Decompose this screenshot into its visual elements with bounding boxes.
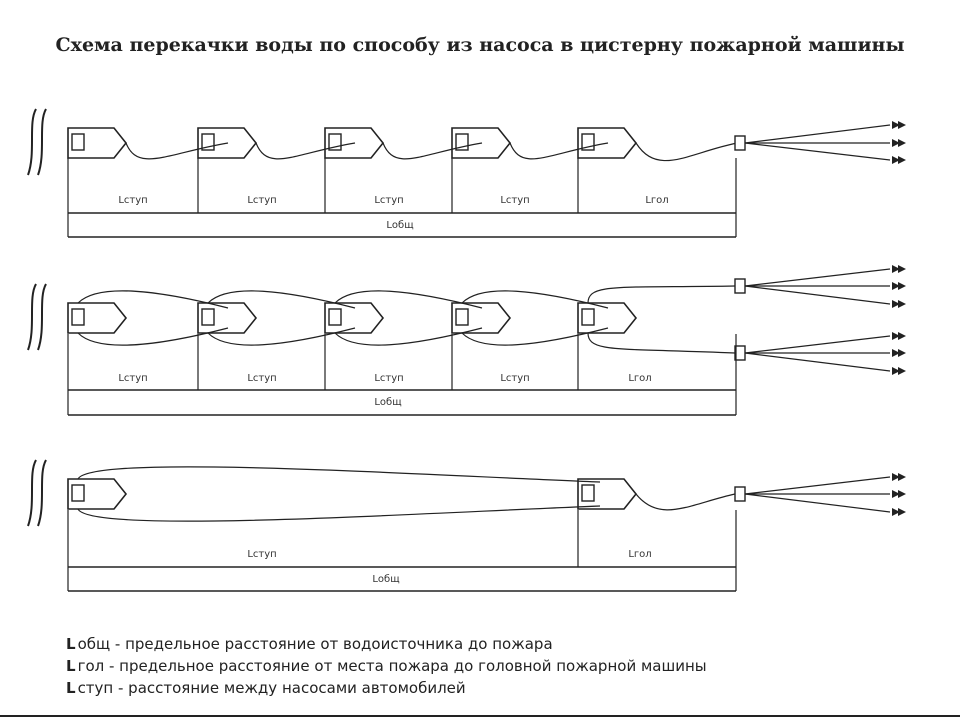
branching-unit bbox=[734, 278, 746, 294]
pump-icon bbox=[328, 133, 342, 151]
stage-length-label: Lгол bbox=[645, 195, 668, 206]
pump-icon bbox=[71, 484, 85, 502]
water-source-icon bbox=[37, 459, 47, 527]
pump-icon bbox=[581, 484, 595, 502]
hose-line bbox=[744, 285, 891, 305]
hose-line bbox=[509, 142, 609, 160]
hose-line bbox=[125, 142, 229, 160]
hose-line bbox=[334, 290, 483, 309]
pump-truck bbox=[577, 478, 638, 510]
pump-icon bbox=[71, 308, 85, 326]
branching-unit bbox=[734, 486, 746, 502]
stage-length-label: Lступ bbox=[247, 549, 276, 560]
nozzle-icon bbox=[892, 367, 906, 375]
nozzle-icon bbox=[892, 121, 906, 129]
nozzle-icon bbox=[892, 300, 906, 308]
hose-line bbox=[461, 290, 609, 309]
pump-icon bbox=[201, 133, 215, 151]
hose-line bbox=[334, 327, 483, 346]
hose-line bbox=[382, 142, 483, 160]
pump-icon bbox=[455, 308, 469, 326]
water-source-icon bbox=[37, 108, 47, 176]
pump-icon bbox=[328, 308, 342, 326]
hose-line bbox=[635, 142, 738, 162]
nozzle-icon bbox=[892, 349, 906, 357]
source-truck bbox=[67, 127, 128, 159]
water-source-icon bbox=[27, 459, 37, 527]
hose-line bbox=[77, 505, 601, 522]
diagram-title: Схема перекачки воды по способу из насос… bbox=[55, 34, 905, 56]
pump-icon bbox=[71, 133, 85, 151]
nozzle-icon bbox=[892, 332, 906, 340]
hose-line bbox=[77, 327, 229, 346]
pump-icon bbox=[455, 133, 469, 151]
water-source-icon bbox=[27, 108, 37, 176]
hose-line bbox=[744, 493, 891, 513]
branching-unit bbox=[734, 135, 746, 151]
nozzle-icon bbox=[892, 265, 906, 273]
stage-length-label: Lступ bbox=[247, 373, 276, 384]
hose-line bbox=[587, 332, 736, 354]
pump-icon bbox=[581, 308, 595, 326]
nozzle-icon bbox=[892, 473, 906, 481]
stage-length-label: Lступ bbox=[118, 195, 147, 206]
nozzle-icon bbox=[892, 282, 906, 290]
stage-length-label: Lступ bbox=[500, 373, 529, 384]
nozzle-icon bbox=[892, 490, 906, 498]
hose-line bbox=[207, 290, 356, 309]
hose-line bbox=[744, 335, 891, 354]
total-length-label: Lобщ bbox=[386, 220, 413, 231]
water-source-icon bbox=[27, 283, 37, 351]
hose-line bbox=[744, 476, 891, 495]
nozzle-icon bbox=[892, 139, 906, 147]
water-source-icon bbox=[37, 283, 47, 351]
hose-line bbox=[635, 493, 736, 511]
hose-line bbox=[77, 290, 229, 309]
nozzle-icon bbox=[892, 508, 906, 516]
total-length-label: Lобщ bbox=[374, 397, 401, 408]
total-length-label: Lобщ bbox=[372, 574, 399, 585]
hose-line bbox=[207, 327, 356, 346]
source-truck bbox=[67, 478, 128, 510]
stage-length-label: Lступ bbox=[118, 373, 147, 384]
hose-line bbox=[744, 268, 891, 287]
source-truck bbox=[67, 302, 128, 334]
hose-line bbox=[587, 285, 736, 304]
hose-line bbox=[77, 466, 601, 483]
hose-line bbox=[744, 352, 891, 372]
stage-length-label: Lступ bbox=[500, 195, 529, 206]
nozzle-icon bbox=[892, 156, 906, 164]
hose-line bbox=[255, 142, 356, 160]
pump-icon bbox=[581, 133, 595, 151]
stage-length-label: Lступ bbox=[374, 373, 403, 384]
stage-length-label: Lгол bbox=[628, 373, 651, 384]
hose-line bbox=[744, 142, 891, 161]
stage-length-label: Lступ bbox=[374, 195, 403, 206]
stage-length-label: Lступ bbox=[247, 195, 276, 206]
stage-length-label: Lгол bbox=[628, 549, 651, 560]
pump-icon bbox=[201, 308, 215, 326]
hose-line bbox=[744, 124, 891, 144]
hose-line bbox=[461, 327, 609, 346]
